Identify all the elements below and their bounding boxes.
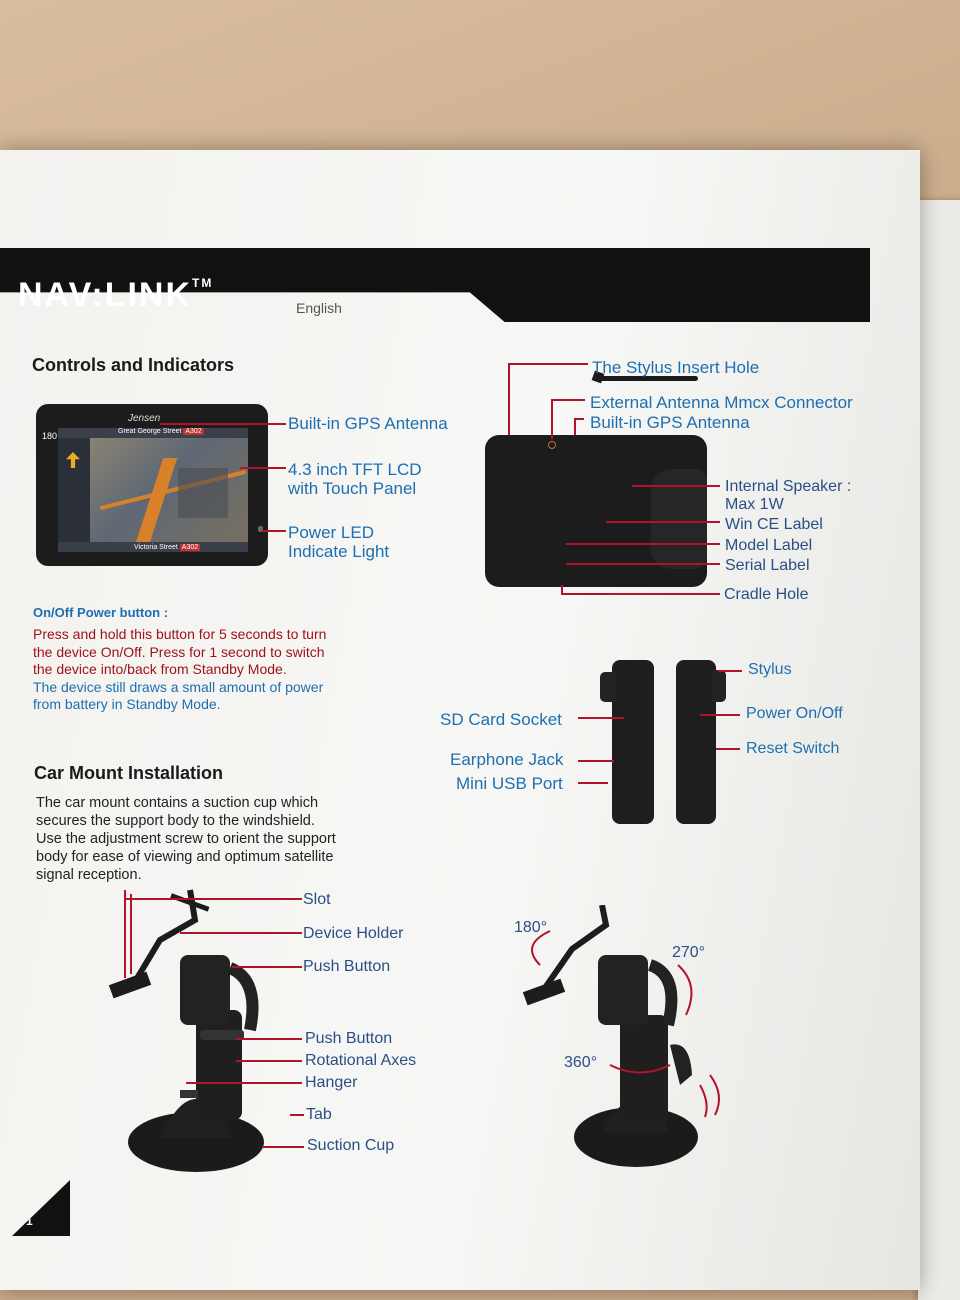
power-line-2: the device On/Off. Press for 1 second to…: [33, 644, 325, 662]
label-side-reset: Reset Switch: [746, 739, 839, 758]
label-sd-card: SD Card Socket: [440, 710, 562, 729]
label-cradle: Cradle Hole: [724, 585, 808, 604]
label-serial: Serial Label: [725, 556, 810, 575]
car-mount-line-4: body for ease of viewing and optimum sat…: [36, 849, 333, 867]
label-usb: Mini USB Port: [456, 774, 563, 793]
label-back-gps: Built-in GPS Antenna: [590, 413, 750, 432]
label-push-button-2: Push Button: [305, 1029, 392, 1048]
device-screen: Great George Street A302 Victoria Street…: [58, 428, 248, 552]
next-page-edge: [918, 200, 960, 1300]
right-side-bump: [712, 670, 726, 702]
label-suction-cup: Suction Cup: [307, 1136, 394, 1155]
label-side-power: Power On/Off: [746, 704, 843, 723]
label-speaker-line2: Max 1W: [725, 495, 784, 514]
left-side-bump: [600, 672, 616, 702]
label-tab: Tab: [306, 1105, 332, 1124]
screen-speed: 180: [42, 431, 57, 441]
car-mount-line-3: Use the adjustment screw to orient the s…: [36, 831, 336, 849]
device-right-side: [676, 660, 716, 824]
label-front-gps: Built-in GPS Antenna: [288, 414, 448, 433]
device-front: Great George Street A302 Victoria Street…: [36, 404, 268, 566]
power-line-4: The device still draws a small amount of…: [33, 679, 323, 697]
label-push-button-1: Push Button: [303, 957, 390, 976]
device-brand-mark: Jensen: [128, 413, 160, 424]
label-rotational-axes: Rotational Axes: [305, 1051, 416, 1070]
car-mount-line-1: The car mount contains a suction cup whi…: [36, 795, 318, 813]
label-slot: Slot: [303, 890, 331, 909]
label-rotation-360: 360°: [564, 1053, 597, 1072]
ext-antenna-connector: [548, 441, 556, 449]
label-model: Model Label: [725, 536, 812, 555]
screen-street-top: Great George Street: [118, 428, 181, 435]
label-led-line2: Indicate Light: [288, 542, 389, 561]
screen-street-bottom: Victoria Street: [134, 544, 178, 551]
label-wince: Win CE Label: [725, 515, 823, 534]
label-lcd-line2: with Touch Panel: [288, 479, 416, 498]
screen-road-bottom: A302: [180, 544, 200, 551]
car-mount-title: Car Mount Installation: [34, 763, 223, 784]
label-earphone: Earphone Jack: [450, 750, 563, 769]
device-left-side: [612, 660, 654, 824]
power-line-1: Press and hold this button for 5 seconds…: [33, 626, 326, 644]
label-ext-antenna: External Antenna Mmcx Connector: [590, 393, 853, 412]
language-label: English: [296, 300, 342, 316]
controls-title: Controls and Indicators: [32, 355, 234, 376]
power-line-3: the device into/back from Standby Mode.: [33, 661, 287, 679]
label-side-stylus: Stylus: [748, 660, 792, 679]
label-hanger: Hanger: [305, 1073, 357, 1092]
label-rotation-180: 180°: [514, 918, 547, 937]
label-stylus-hole: The Stylus Insert Hole: [592, 358, 759, 377]
power-line-5: from battery in Standby Mode.: [33, 696, 221, 714]
label-speaker-line1: Internal Speaker :: [725, 477, 851, 496]
label-device-holder: Device Holder: [303, 924, 403, 943]
screen-road-top: A302: [183, 428, 203, 435]
rotation-illustration: [510, 905, 740, 1175]
brand-logo: NAV:LINKTM: [18, 276, 213, 315]
power-title: On/Off Power button :: [33, 604, 168, 622]
car-mount-line-2: secures the support body to the windshie…: [36, 813, 315, 831]
label-led-line1: Power LED: [288, 523, 374, 542]
label-rotation-270: 270°: [672, 943, 705, 962]
label-lcd-line1: 4.3 inch TFT LCD: [288, 460, 422, 479]
